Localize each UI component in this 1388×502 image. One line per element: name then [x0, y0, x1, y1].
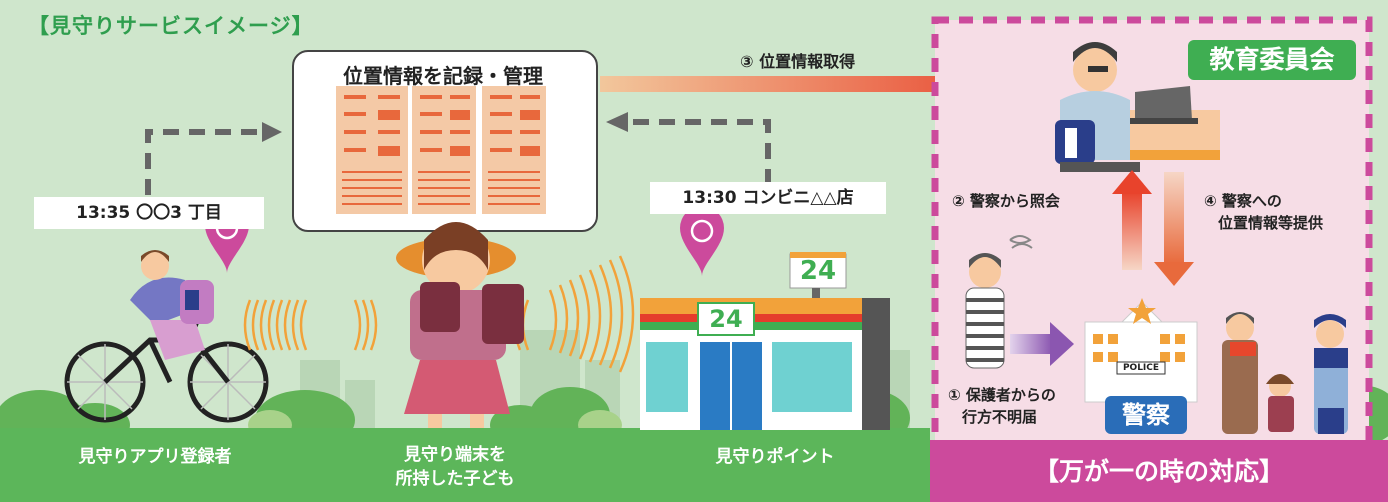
label-child-line1: 見守り端末を: [404, 445, 506, 465]
dashed-arrow-upload: [145, 129, 262, 195]
step1-label-line1: ① 保護者からの: [948, 386, 1056, 404]
dashed-arrow-store: [628, 119, 771, 185]
page-title: 【見守りサービスイメージ】: [28, 14, 314, 38]
arrow-step2-head: [1112, 170, 1152, 194]
board-officer-illustration: [1055, 42, 1220, 172]
store-location-log: 13:30 コンビニ△△店: [650, 182, 886, 214]
signal-waves-right: [513, 255, 635, 373]
step3-label: ③ 位置情報取得: [740, 52, 856, 71]
police-badge: 警察: [1105, 396, 1187, 434]
location-pin-icon: [680, 206, 724, 276]
label-emergency: 【万が一の時の対応】: [1033, 457, 1284, 486]
dashed-arrow-store-head: [606, 112, 628, 132]
police-station-sign: POLICE: [1122, 363, 1160, 373]
emergency-band: [930, 440, 1388, 502]
label-app-user: 見守りアプリ登録者: [78, 447, 232, 467]
cyclist-location-log: 13:35 〇〇3 丁目: [34, 197, 264, 229]
store-roof-sign-number: 24: [799, 256, 837, 286]
step1-label-line2: 行方不明届: [962, 408, 1038, 426]
server-rack-icon: [336, 86, 546, 214]
label-child-line2: 所持した子ども: [395, 469, 515, 489]
arrow-step1-head: [1050, 322, 1074, 366]
family-police-illustration: [1222, 312, 1348, 434]
parent-illustration: [965, 235, 1033, 369]
step2-label: ② 警察から照会: [952, 192, 1060, 210]
ground-band: [0, 428, 930, 502]
cyclist-illustration: [64, 250, 269, 423]
arrow-step2: [1122, 192, 1142, 270]
store-front-sign-number: 24: [709, 305, 743, 333]
arrow-step1: [1010, 334, 1052, 354]
arrow-step3: [600, 76, 1028, 92]
server-box-label: 位置情報を記録・管理: [343, 64, 543, 88]
signal-waves-left: [243, 299, 378, 351]
police-station-illustration: [1084, 298, 1198, 403]
dashed-arrow-upload-head: [262, 122, 282, 142]
board-of-education-badge: 教育委員会: [1188, 40, 1356, 80]
arrow-step4-head: [1154, 262, 1194, 286]
step4-label-line2: 位置情報等提供: [1218, 214, 1324, 232]
child-illustration: [396, 222, 524, 428]
step4-label-line1: ④ 警察への: [1204, 192, 1282, 210]
convenience-store-illustration: [640, 252, 890, 430]
label-watch-point: 見守りポイント: [715, 447, 835, 467]
arrow-step4: [1164, 172, 1184, 264]
